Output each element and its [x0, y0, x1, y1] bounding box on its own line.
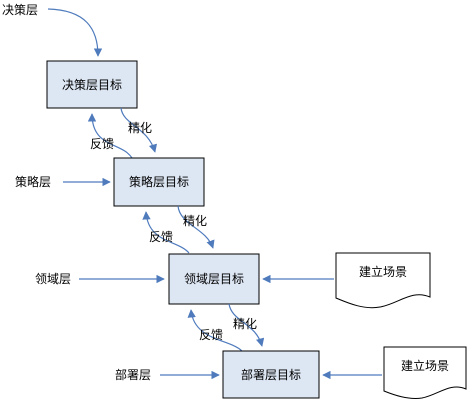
refine-label-3: 精化: [233, 317, 257, 331]
layer-label-decision: 决策层: [2, 3, 38, 17]
box-decision-goal-label: 决策层目标: [62, 78, 122, 92]
arrow-feedback-1: [87, 113, 133, 159]
layer-label-deploy: 部署层: [115, 367, 151, 382]
arrow-refine-3: [228, 303, 265, 347]
document-scenario-2: [383, 346, 467, 399]
arrow-refine-2: [177, 205, 215, 249]
arrow-feedback-3: [187, 309, 243, 352]
feedback-label-2: 反馈: [149, 230, 173, 244]
document-scenario-2-label: 建立场景: [401, 358, 449, 373]
refine-label-2: 精化: [183, 214, 207, 228]
document-scenario-1: [335, 252, 431, 309]
box-decision-goal: [46, 60, 138, 109]
arrow-decision-in: [47, 8, 103, 57]
box-strategy-goal: [113, 157, 205, 207]
box-strategy-goal-label: 策略层目标: [129, 174, 189, 189]
box-deploy-goal: [222, 350, 320, 399]
box-domain-goal-label: 领域层目标: [184, 272, 244, 286]
document-scenario-1-label: 建立场景: [359, 264, 407, 279]
feedback-label-3: 反馈: [199, 328, 223, 342]
arrow-feedback-2: [142, 211, 190, 254]
layer-label-domain: 领域层: [35, 272, 71, 286]
layer-label-strategy: 策略层: [15, 174, 51, 189]
box-domain-goal: [168, 253, 260, 305]
arrow-refine-1: [120, 107, 157, 153]
box-deploy-goal-label: 部署层目标: [241, 367, 301, 382]
feedback-label-1: 反馈: [90, 137, 114, 151]
refine-label-1: 精化: [128, 121, 152, 135]
